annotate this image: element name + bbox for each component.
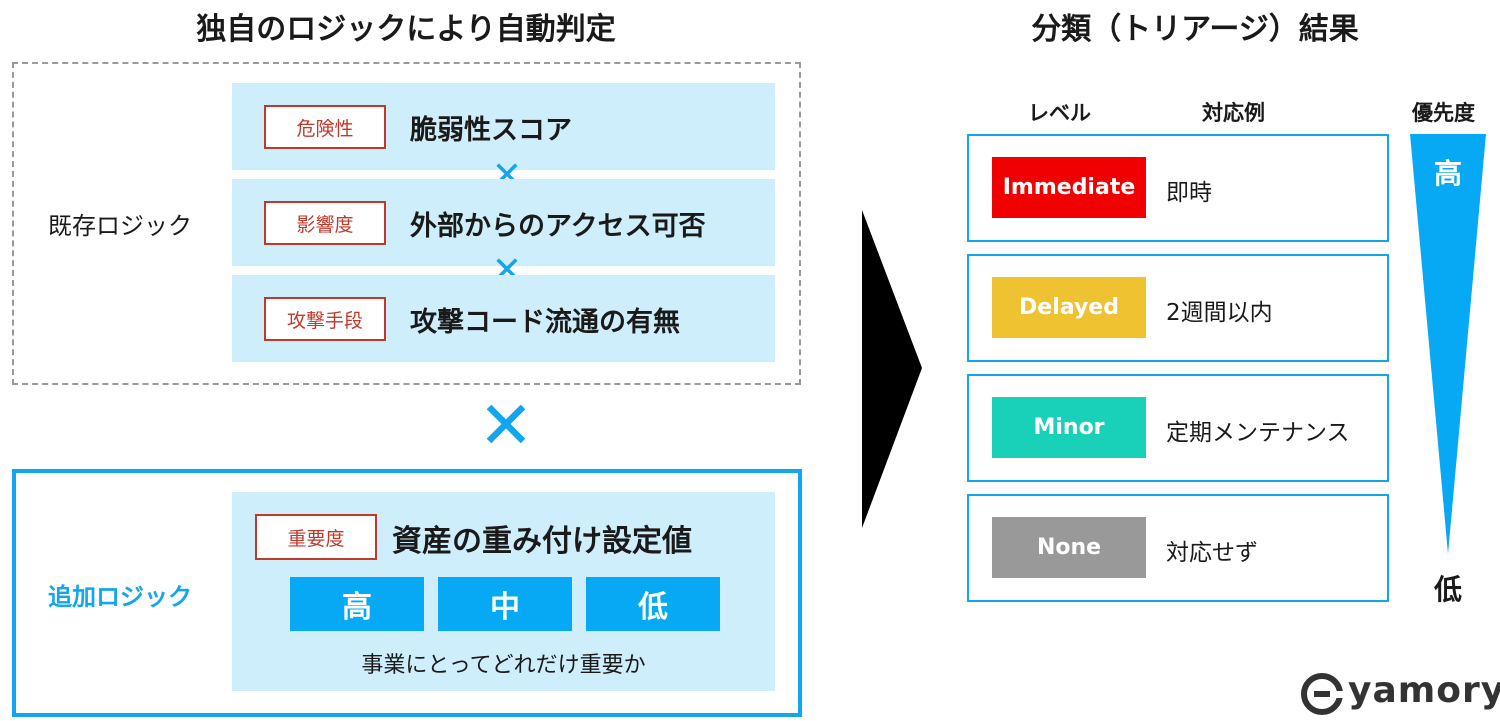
big-cross-icon: ✕	[478, 387, 534, 464]
existing-text-1: 脆弱性スコア	[410, 115, 572, 146]
priority-high-label: 高	[1433, 157, 1462, 190]
right-title: 分類（トリアージ）結果	[1031, 12, 1359, 47]
level-badge-minor: Minor	[992, 397, 1146, 458]
level-action-delayed: 2週間以内	[1166, 300, 1273, 326]
left-title: 独自のロジックにより自動判定	[196, 12, 616, 47]
priority-gradient-triangle	[1410, 134, 1486, 554]
level-row-none	[967, 494, 1389, 602]
header-level: レベル	[1028, 101, 1091, 125]
header-action: 対応例	[1202, 101, 1265, 125]
level-badge-immediate: Immediate	[992, 157, 1146, 218]
yamory-logo-text: yamory	[1348, 670, 1500, 711]
level-action-minor: 定期メンテナンス	[1166, 420, 1350, 446]
existing-tag-1: 危険性	[264, 105, 386, 149]
level-badge-delayed: Delayed	[992, 277, 1146, 338]
level-action-immediate: 即時	[1166, 180, 1212, 206]
existing-logic-box	[12, 62, 801, 385]
weight-medium: 中	[438, 577, 572, 631]
existing-logic-label: 既存ロジック	[48, 212, 192, 240]
priority-low-label: 低	[1433, 573, 1462, 606]
level-badge-none: None	[992, 517, 1146, 578]
existing-text-2: 外部からのアクセス可否	[410, 211, 706, 242]
additional-logic-box	[12, 469, 802, 717]
asset-weight-title: 資産の重み付け設定値	[392, 524, 692, 559]
importance-tag: 重要度	[255, 514, 377, 560]
weight-high: 高	[290, 577, 424, 631]
existing-tag-2: 影響度	[264, 201, 386, 245]
existing-tag-3: 攻撃手段	[264, 297, 386, 341]
additional-logic-label: 追加ロジック	[48, 583, 192, 611]
existing-text-3: 攻撃コード流通の有無	[410, 307, 680, 338]
yamory-logo-icon	[1301, 673, 1344, 715]
arrow-right-icon	[862, 210, 922, 528]
weight-caption: 事業にとってどれだけ重要か	[361, 653, 646, 678]
level-action-none: 対応せず	[1166, 540, 1258, 566]
header-priority: 優先度	[1412, 101, 1475, 125]
weight-low: 低	[586, 577, 720, 631]
